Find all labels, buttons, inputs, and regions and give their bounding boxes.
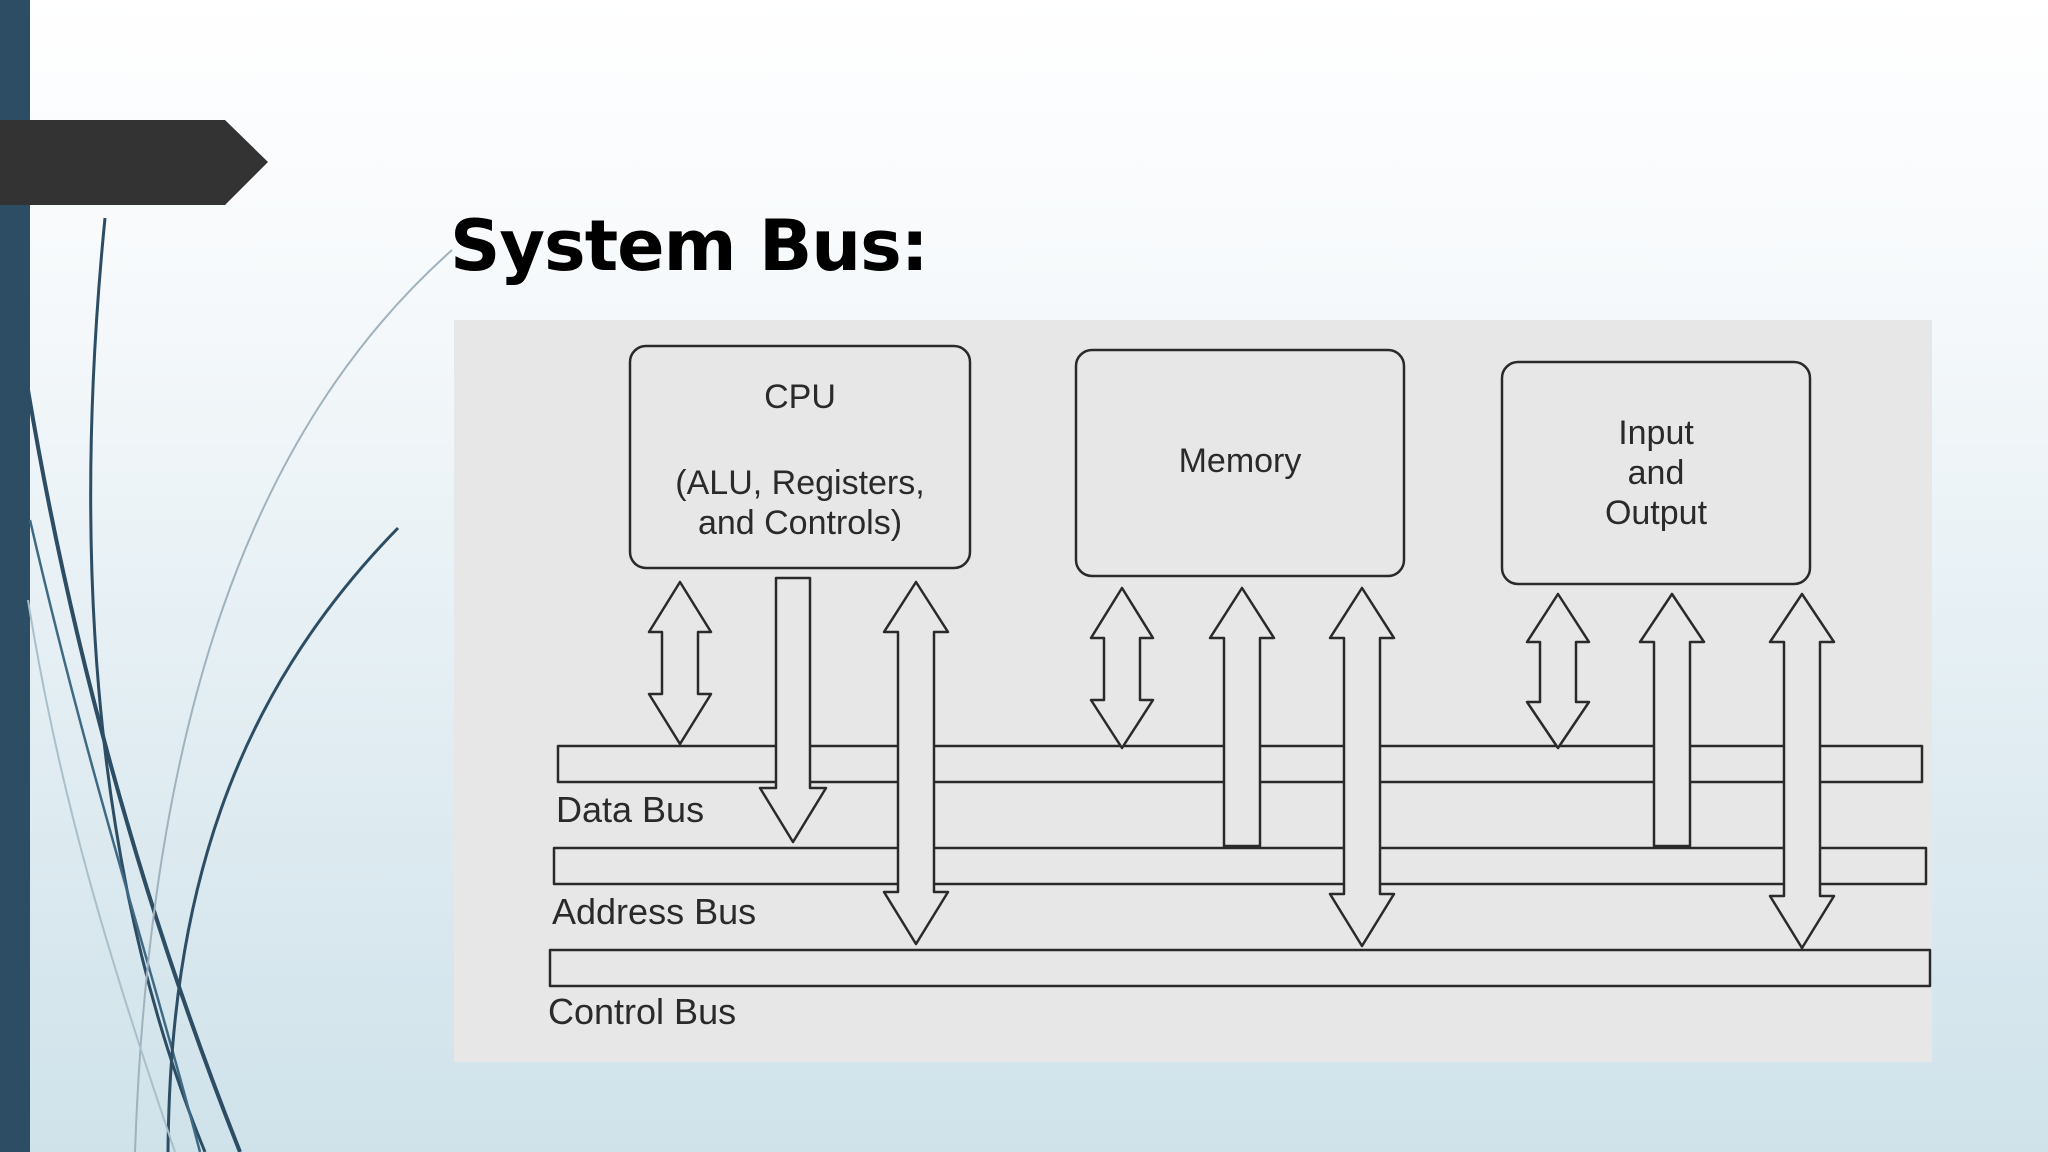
io-label-line2: and	[1628, 454, 1685, 492]
data-bus-label: Data Bus	[556, 789, 704, 830]
cpu-label-line3: and Controls)	[698, 504, 902, 542]
memory-label: Memory	[1179, 442, 1302, 480]
cpu-data-arrow	[647, 580, 713, 746]
cpu-control-arrow	[882, 580, 950, 946]
address-bus-label: Address Bus	[552, 891, 756, 932]
decorative-swooshes	[26, 217, 453, 1152]
io-label-line3: Output	[1605, 494, 1708, 532]
cpu-label-line1: CPU	[764, 378, 836, 416]
memory-address-arrow	[1208, 586, 1276, 848]
cpu-box	[628, 344, 972, 570]
io-data-arrow	[1525, 592, 1591, 750]
cpu-label-line2: (ALU, Registers,	[675, 464, 924, 502]
system-bus-diagram: CPU (ALU, Registers, and Controls) Memor…	[454, 320, 1932, 1062]
cpu-address-arrow	[758, 576, 828, 844]
slide-title: System Bus:	[450, 205, 929, 287]
io-label-line1: Input	[1618, 414, 1694, 452]
io-address-arrow	[1638, 592, 1706, 848]
io-box	[1500, 360, 1812, 586]
io-control-arrow	[1768, 592, 1836, 950]
control-bus-label: Control Bus	[548, 991, 736, 1032]
control-bus-bar	[548, 948, 1932, 988]
title-tab-shape	[0, 120, 268, 205]
memory-control-arrow	[1328, 586, 1396, 948]
memory-data-arrow	[1089, 586, 1155, 750]
memory-box	[1074, 348, 1406, 578]
address-bus-bar	[552, 846, 1928, 886]
